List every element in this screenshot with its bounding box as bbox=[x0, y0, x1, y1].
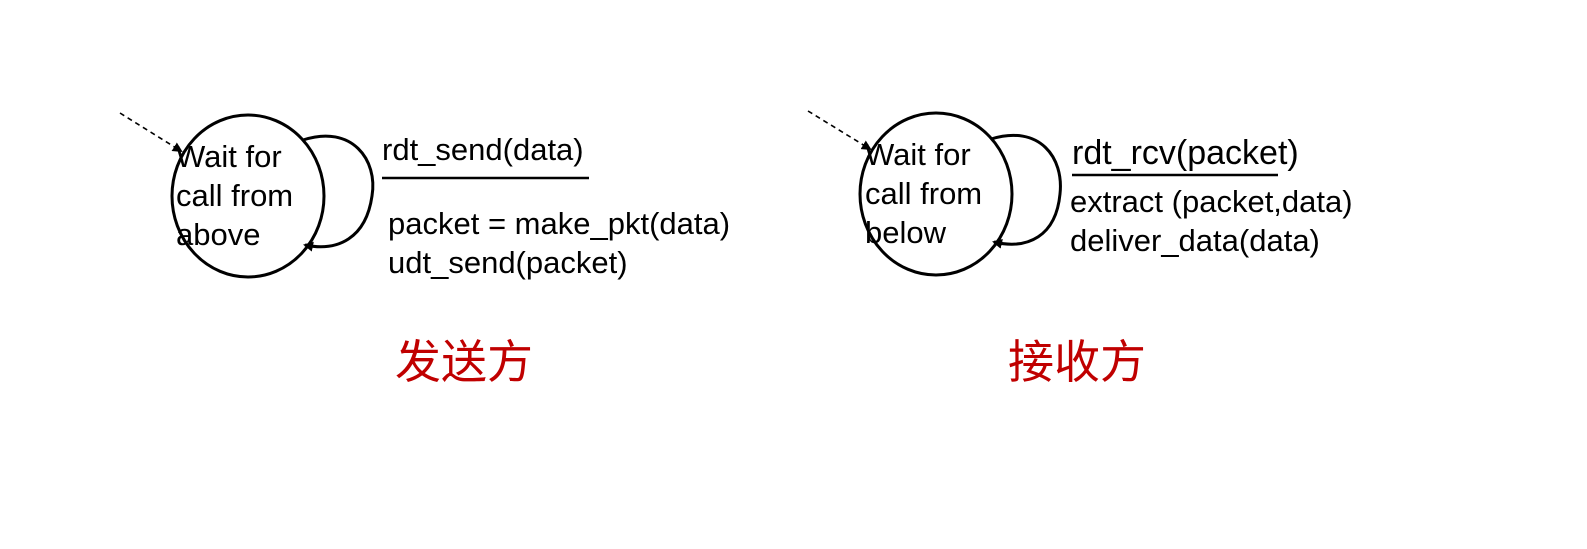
sender-state-line-1: Wait for bbox=[176, 139, 282, 174]
receiver-event: rdt_rcv(packet) bbox=[1072, 134, 1299, 172]
sender-event: rdt_send(data) bbox=[382, 132, 584, 167]
sender-self-loop bbox=[302, 134, 375, 252]
receiver-self-loop bbox=[990, 133, 1062, 249]
sender-state-line-3: above bbox=[176, 217, 260, 252]
sender-state-circle bbox=[170, 113, 326, 279]
receiver-state-label: Wait for call from below bbox=[865, 137, 991, 250]
receiver-state-line-1: Wait for bbox=[865, 137, 971, 172]
receiver-state-line-3: below bbox=[865, 215, 947, 250]
sender-state-label: Wait for call from above bbox=[176, 139, 302, 252]
sender-label: 发送方 bbox=[395, 335, 533, 389]
sender-initial-arrow bbox=[119, 112, 183, 153]
sender-action-2: udt_send(packet) bbox=[388, 245, 628, 280]
receiver-fsm: Wait for call from below rdt_rcv(packet)… bbox=[807, 110, 1353, 389]
sender-action-1: packet = make_pkt(data) bbox=[388, 206, 730, 241]
receiver-state-line-2: call from bbox=[865, 176, 982, 211]
sender-state-line-2: call from bbox=[176, 178, 293, 213]
receiver-initial-arrow bbox=[807, 110, 872, 151]
receiver-label: 接收方 bbox=[1008, 335, 1146, 389]
receiver-action-1: extract (packet,data) bbox=[1070, 184, 1353, 219]
receiver-action-2: deliver_data(data) bbox=[1070, 223, 1320, 258]
receiver-state-circle bbox=[858, 111, 1014, 277]
sender-fsm: Wait for call from above rdt_send(data) … bbox=[119, 112, 730, 389]
